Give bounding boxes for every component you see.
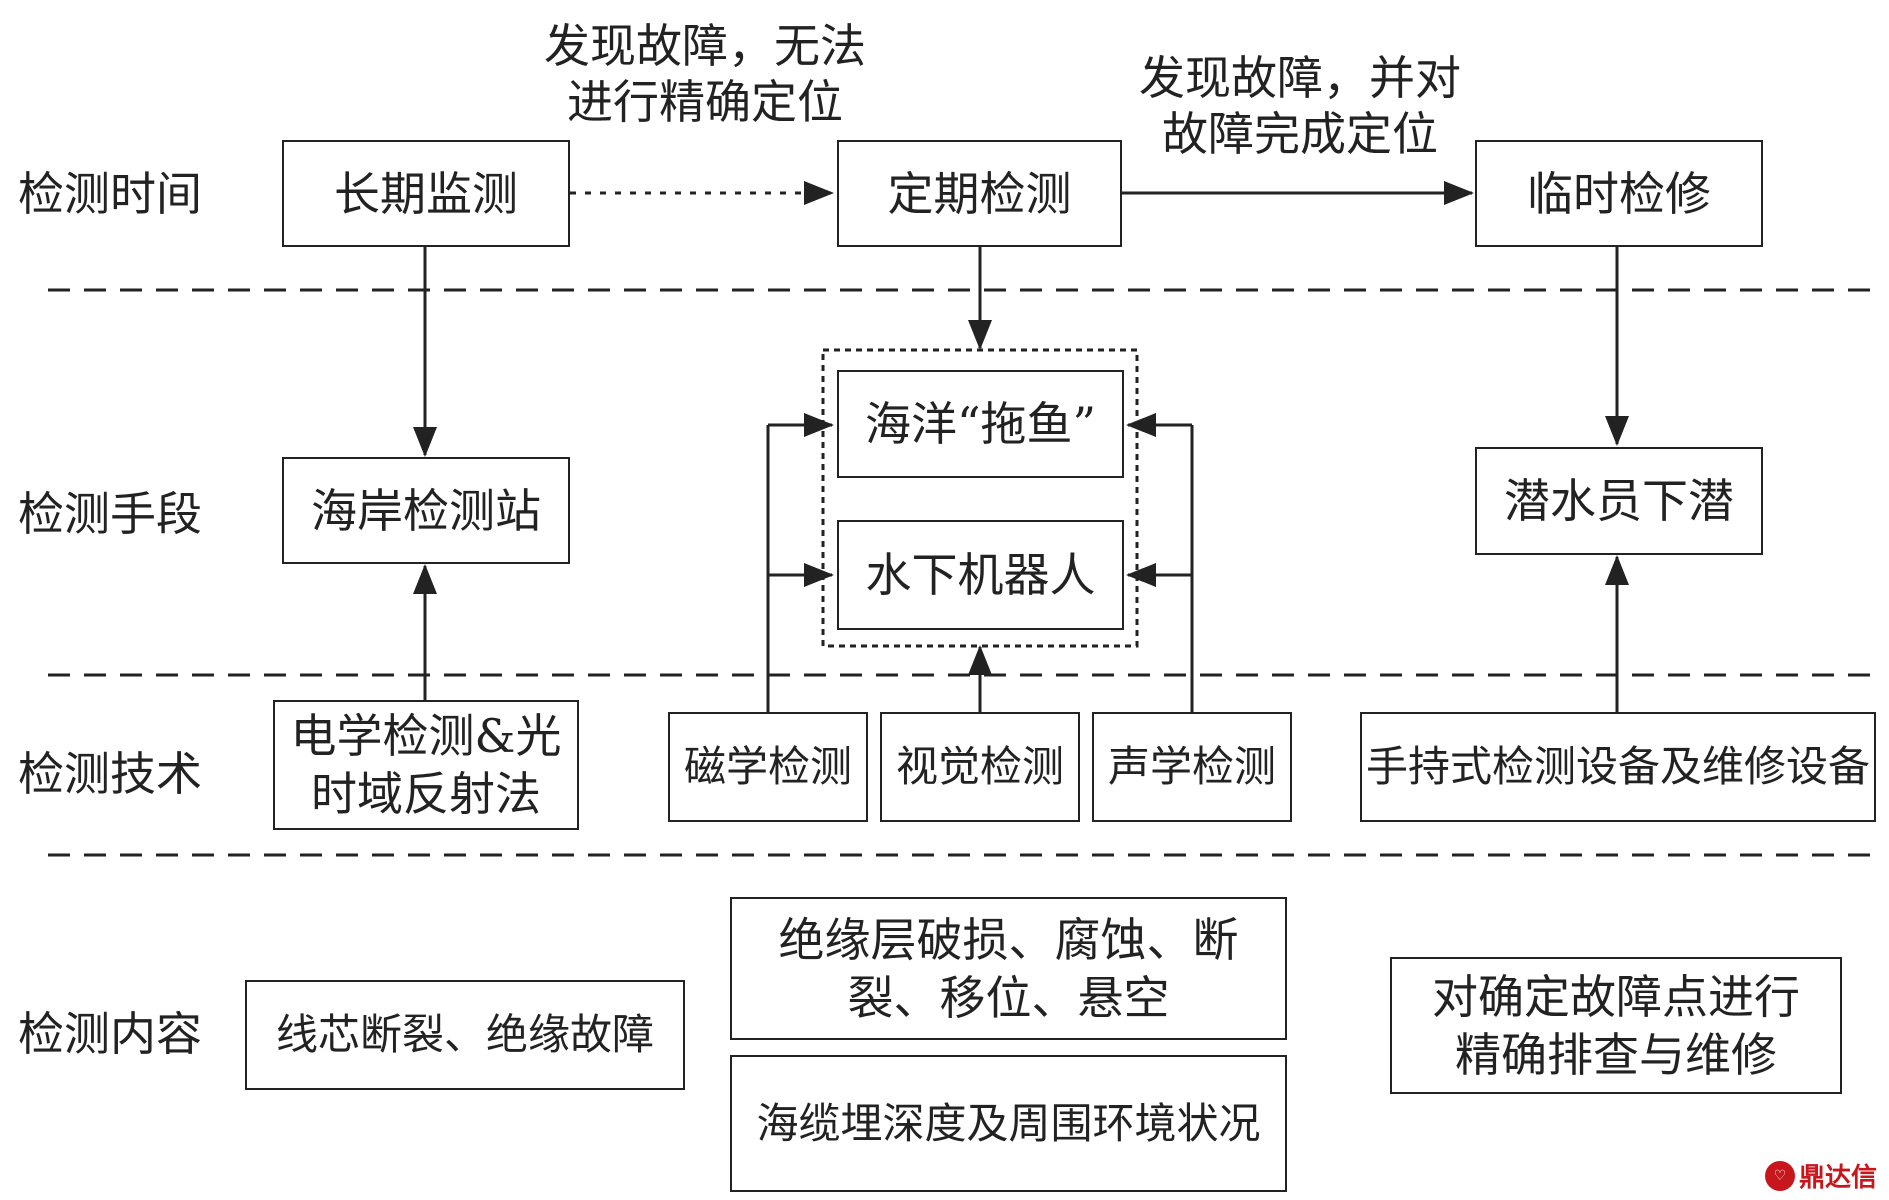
box-visual-detection: 视觉检测 <box>880 712 1080 822</box>
watermark-logo: ♡ 鼎达信 <box>1764 1157 1877 1194</box>
box-precise-repair: 对确定故障点进行 精确排查与维修 <box>1390 957 1842 1094</box>
box-handheld-equipment: 手持式检测设备及维修设备 <box>1360 712 1876 822</box>
box-burial-environment-label: 海缆埋深度及周围环境状况 <box>756 1098 1261 1148</box>
row-label-content: 检测内容 <box>18 1007 202 1061</box>
box-trawl: 海洋“拖鱼” <box>837 370 1124 478</box>
box-trawl-label: 海洋“拖鱼” <box>864 397 1097 451</box>
box-core-fault: 线芯断裂、绝缘故障 <box>245 980 685 1090</box>
box-underwater-robot-label: 水下机器人 <box>865 548 1096 602</box>
box-periodic-inspection: 定期检测 <box>837 140 1122 247</box>
box-temporary-repair-label: 临时检修 <box>1527 166 1711 221</box>
box-magnetic-detection: 磁学检测 <box>668 712 868 822</box>
box-insulation-damage: 绝缘层破损、腐蚀、断 裂、移位、悬空 <box>730 897 1287 1040</box>
box-acoustic-detection-label: 声学检测 <box>1107 742 1276 791</box>
logo-mark-icon: ♡ <box>1764 1160 1795 1191</box>
box-periodic-inspection-label: 定期检测 <box>887 166 1072 221</box>
box-core-fault-label: 线芯断裂、绝缘故障 <box>275 1010 654 1059</box>
box-acoustic-detection: 声学检测 <box>1092 712 1292 822</box>
box-electrical-otdr-label: 电学检测&光 时域反射法 <box>290 709 562 821</box>
box-magnetic-detection-label: 磁学检测 <box>683 742 852 791</box>
box-visual-detection-label: 视觉检测 <box>895 742 1064 791</box>
annotation-no-locate: 发现故障，无法 进行精确定位 <box>544 19 866 129</box>
box-precise-repair-label: 对确定故障点进行 精确排查与维修 <box>1432 969 1800 1082</box>
box-insulation-damage-label: 绝缘层破损、腐蚀、断 裂、移位、悬空 <box>778 912 1239 1025</box>
watermark-text: 鼎达信 <box>1798 1163 1877 1193</box>
box-shore-station: 海岸检测站 <box>282 457 570 564</box>
annotation-locate: 发现故障，并对 故障完成定位 <box>1139 51 1461 161</box>
box-temporary-repair: 临时检修 <box>1475 140 1763 247</box>
box-long-term-monitoring-label: 长期监测 <box>334 166 518 221</box>
box-diver-label: 潜水员下潜 <box>1504 474 1734 528</box>
box-underwater-robot: 水下机器人 <box>837 520 1124 630</box>
box-burial-environment: 海缆埋深度及周围环境状况 <box>730 1055 1287 1192</box>
box-shore-station-label: 海岸检测站 <box>311 483 541 538</box>
underwater-group-border <box>821 348 1139 648</box>
box-handheld-equipment-label: 手持式检测设备及维修设备 <box>1365 742 1870 791</box>
box-long-term-monitoring: 长期监测 <box>282 140 570 247</box>
row-label-time: 检测时间 <box>18 167 202 221</box>
row-label-means: 检测手段 <box>18 487 202 541</box>
box-electrical-otdr: 电学检测&光 时域反射法 <box>273 700 579 830</box>
row-label-tech: 检测技术 <box>18 747 202 801</box>
box-diver: 潜水员下潜 <box>1475 447 1763 555</box>
